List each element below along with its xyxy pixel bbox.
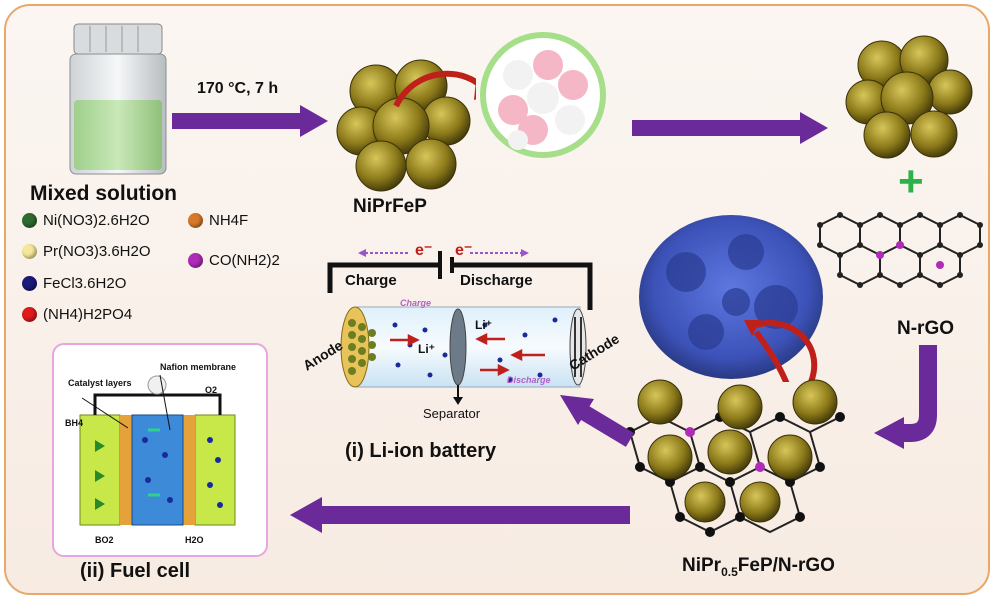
li-ion-battery-diagram (327, 249, 593, 405)
legend-label: (NH4)H2PO4 (43, 306, 133, 323)
li-ion-label-left: Li⁺ (418, 342, 435, 356)
o2-label: O2 (205, 385, 218, 395)
legend-item: Pr(NO3)3.6H2O (22, 243, 151, 260)
composite-label-sub: 0.5 (721, 564, 738, 579)
composite-label-rest: FeP/N-rGO (737, 555, 835, 576)
fuel-cell-diagram (79, 374, 236, 526)
catalyst-layers-label: Catalyst layers (68, 378, 132, 388)
legend-item: Ni(NO3)2.6H2O (22, 212, 150, 229)
nrgo-sheet (817, 212, 983, 288)
nrgo-label: N-rGO (897, 318, 954, 339)
nafion-membrane-label: Nafion membrane (160, 362, 237, 372)
beaker-icon (69, 23, 167, 175)
sem-image-circle (639, 215, 823, 382)
discharge-small-label: Discharge (507, 375, 551, 385)
li-ion-battery-title: (i) Li-ion battery (345, 440, 497, 462)
arrow-to-niprfep-right (632, 112, 828, 144)
niprfep-sphere (336, 59, 476, 192)
legend-dot (22, 307, 37, 322)
flower-zoom-circle (480, 32, 606, 158)
legend-item: (NH4)H2PO4 (22, 306, 132, 323)
legend-dot (22, 276, 37, 291)
condition-label: 170 °C, 7 h (197, 80, 279, 97)
composite-label: NiPr0.5FeP/N-rGO (682, 555, 835, 579)
legend-label: Ni(NO3)2.6H2O (43, 212, 150, 229)
composite-label-main: NiPr (682, 555, 722, 576)
li-ion-label-right: Li⁺ (475, 318, 492, 332)
charge-label: Charge (345, 272, 397, 289)
electron-label-right: e⁻ (455, 242, 473, 259)
legend-item: FeCl3.6H2O (22, 275, 126, 292)
mixed-solution-label: Mixed solution (30, 182, 177, 205)
legend-dot (188, 253, 203, 268)
fuel-cell-title: (ii) Fuel cell (80, 560, 191, 582)
bo2-label: BO2 (95, 535, 114, 545)
arrow-composite-to-fuelcell (290, 497, 630, 533)
niprfep-sphere-right (845, 35, 973, 159)
composite-sheet (625, 379, 845, 537)
separator-label: Separator (423, 406, 481, 421)
arrow-nrgo-to-composite (874, 345, 937, 449)
legend-label: NH4F (209, 212, 249, 229)
plus-icon: + (898, 157, 924, 206)
legend-dot (188, 213, 203, 228)
legend-dot (22, 244, 37, 259)
electron-label-left: e⁻ (415, 242, 433, 259)
charge-small-label: Charge (400, 298, 432, 308)
legend-label: CO(NH2)2 (209, 252, 280, 269)
arrow-to-niprfep (172, 105, 328, 137)
legend-dot (22, 213, 37, 228)
discharge-label: Discharge (460, 272, 533, 289)
legend-item: NH4F (188, 212, 248, 229)
arrow-composite-to-battery (560, 395, 635, 447)
bh4-label: BH4 (65, 418, 84, 428)
niprfep-label: NiPrFeP (353, 196, 427, 217)
legend-label: FeCl3.6H2O (43, 275, 127, 292)
h2o-label: H2O (185, 535, 204, 545)
legend-label: Pr(NO3)3.6H2O (43, 243, 151, 260)
legend-item: CO(NH2)2 (188, 252, 280, 269)
